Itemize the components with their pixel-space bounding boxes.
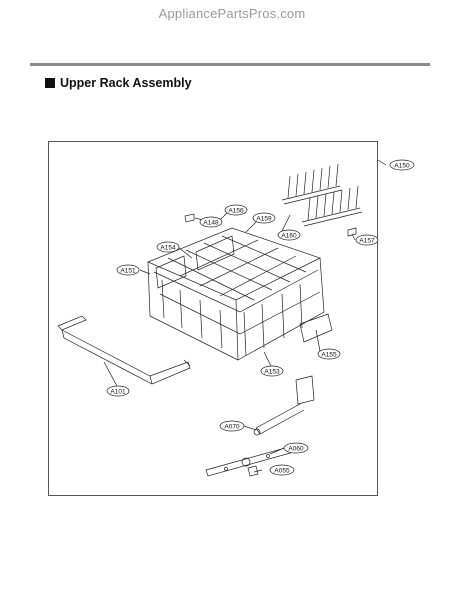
callout-a160: A160 <box>277 229 301 241</box>
callout-label: A154 <box>160 245 176 252</box>
callout-label: A160 <box>281 233 297 240</box>
callout-label: A153 <box>264 369 280 376</box>
tine-rows-part <box>281 163 363 227</box>
callout-label: A060 <box>288 446 304 453</box>
nut-part-a055 <box>247 465 259 477</box>
clip-part-a157 <box>347 227 357 237</box>
callout-label: A148 <box>203 220 219 227</box>
clip-part-a148 <box>184 213 195 223</box>
callout-label: A070 <box>224 424 240 431</box>
callout-a148: A148 <box>199 216 223 228</box>
section-title: Upper Rack Assembly <box>60 76 192 90</box>
callout-a154: A154 <box>156 241 180 253</box>
callout-a156-top: A156 <box>224 204 248 216</box>
callout-a159: A159 <box>252 212 276 224</box>
site-watermark: AppliancePartsPros.com <box>158 6 306 21</box>
callout-label: A101 <box>110 389 126 396</box>
callout-a060: A060 <box>283 442 309 454</box>
callout-a155: A155 <box>317 348 341 360</box>
callout-a070: A070 <box>219 420 245 432</box>
header-divider <box>30 63 430 66</box>
callout-a157: A157 <box>355 234 379 246</box>
rail-part-a101 <box>57 315 191 385</box>
callout-label: A159 <box>256 216 272 223</box>
spray-arm-mount-part <box>253 375 315 436</box>
callout-label: A157 <box>359 238 375 245</box>
callout-a153: A153 <box>260 365 284 377</box>
callout-a055: A055 <box>269 464 295 476</box>
callout-a151: A151 <box>116 264 140 276</box>
section-heading: Upper Rack Assembly <box>45 76 192 90</box>
callout-label: A055 <box>274 468 290 475</box>
callout-label: A155 <box>321 352 337 359</box>
callout-label: A150 <box>394 163 410 170</box>
callout-label: A151 <box>120 268 136 275</box>
callout-a150: A150 <box>389 159 415 171</box>
diagram-frame <box>48 141 378 496</box>
black-square-icon <box>45 78 55 88</box>
callout-label: A156 <box>228 208 244 215</box>
upper-rack-basket-part <box>147 227 333 361</box>
callout-a101: A101 <box>106 385 130 397</box>
